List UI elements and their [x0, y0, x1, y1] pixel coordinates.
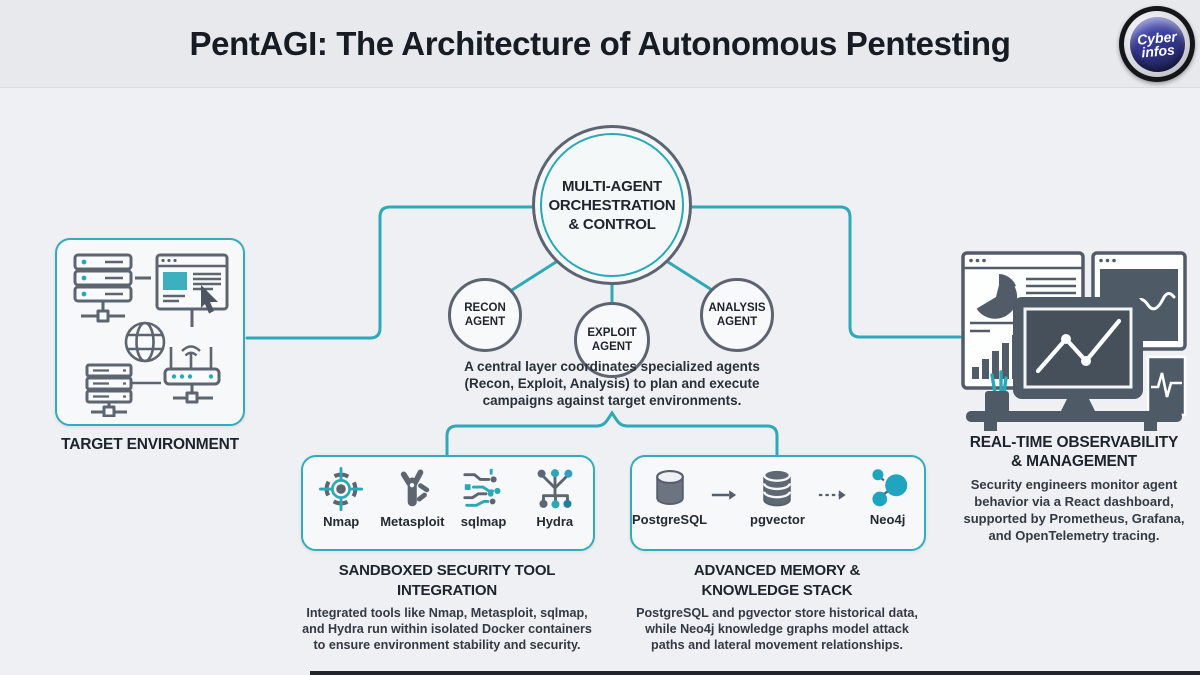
tool-item-nmap: Nmap: [308, 466, 374, 529]
bottom-edge-strip: [310, 671, 1200, 675]
tools-section-title: SANDBOXED SECURITY TOOL INTEGRATION: [338, 562, 556, 599]
hydra-icon: [537, 469, 573, 509]
memory-item-postgresql: PostgreSQL: [632, 466, 707, 527]
sqlmap-icon: [462, 468, 501, 507]
solid-arrow-icon: [711, 490, 737, 500]
memory-section-body: PostgreSQL and pgvector store historical…: [636, 606, 918, 652]
orchestration-inner-ring: [540, 133, 684, 277]
wifi-router-icon: [163, 345, 221, 404]
spoke-analysis: [666, 260, 714, 292]
memory-item-neo4j: Neo4j: [851, 466, 924, 527]
security-tools-box: Nmap Metasploit: [301, 455, 595, 551]
pie-chart-icon: [976, 274, 1018, 319]
orchestration-title: MULTI-AGENT ORCHESTRATION & CONTROL: [548, 177, 676, 233]
nmap-icon: [319, 466, 364, 512]
browser-window-icon: [135, 253, 229, 327]
pulse-panel-icon: [1146, 355, 1187, 417]
server-stack-icon: [73, 253, 133, 323]
page-title: PentAGI: The Architecture of Autonomous …: [189, 24, 1011, 62]
globe-icon: [124, 321, 166, 363]
observability-title: REAL-TIME OBSERVABILITY & MANAGEMENT: [969, 434, 1179, 470]
observability-body: Security engineers monitor agent behavio…: [963, 477, 1185, 543]
memory-section-title: ADVANCED MEMORY & KNOWLEDGE STACK: [693, 562, 861, 599]
desk-icon: [966, 409, 1182, 431]
spoke-recon: [510, 260, 558, 292]
logo-core: Cyber infos: [1127, 14, 1187, 74]
orchestration-caption: A central layer coordinates specialized …: [464, 359, 760, 408]
logo-text-line2: infos: [1140, 40, 1175, 60]
logo-ring: Cyber infos: [1124, 11, 1190, 77]
dashed-arrow-icon: [818, 490, 846, 500]
monitor-icon: [1013, 297, 1143, 413]
pen-cup-icon: [985, 370, 1009, 415]
tool-item-sqlmap: sqlmap: [451, 466, 517, 529]
tool-item-metasploit: Metasploit: [379, 466, 445, 529]
metasploit-icon: [401, 469, 430, 507]
neo4j-icon: [872, 469, 907, 507]
cursor-icon: [201, 285, 218, 314]
postgresql-icon: [655, 469, 684, 505]
diagram-canvas: TARGET ENVIRONMENT MULTI-AGENT ORCHESTRA…: [0, 88, 1200, 675]
tools-section-body: Integrated tools like Nmap, Metasploit, …: [302, 606, 592, 652]
header-bar: PentAGI: The Architecture of Autonomous …: [0, 0, 1200, 88]
orchestration-circle: MULTI-AGENT ORCHESTRATION & CONTROL: [532, 125, 692, 285]
pgvector-icon: [763, 468, 792, 507]
observability-illustration: [961, 251, 1187, 431]
server-stack-2-icon: [85, 363, 133, 417]
tool-item-hydra: Hydra: [522, 466, 588, 529]
memory-item-pgvector: pgvector: [741, 466, 814, 527]
target-environment-label: TARGET ENVIRONMENT: [61, 436, 239, 453]
cyber-infos-logo: Cyber infos: [1119, 6, 1195, 82]
target-environment-box: [55, 238, 245, 426]
bracket-to-boxes: [445, 410, 779, 458]
target-environment-illustration: [73, 253, 229, 417]
memory-stack-box: PostgreSQL pgvector: [630, 455, 926, 551]
